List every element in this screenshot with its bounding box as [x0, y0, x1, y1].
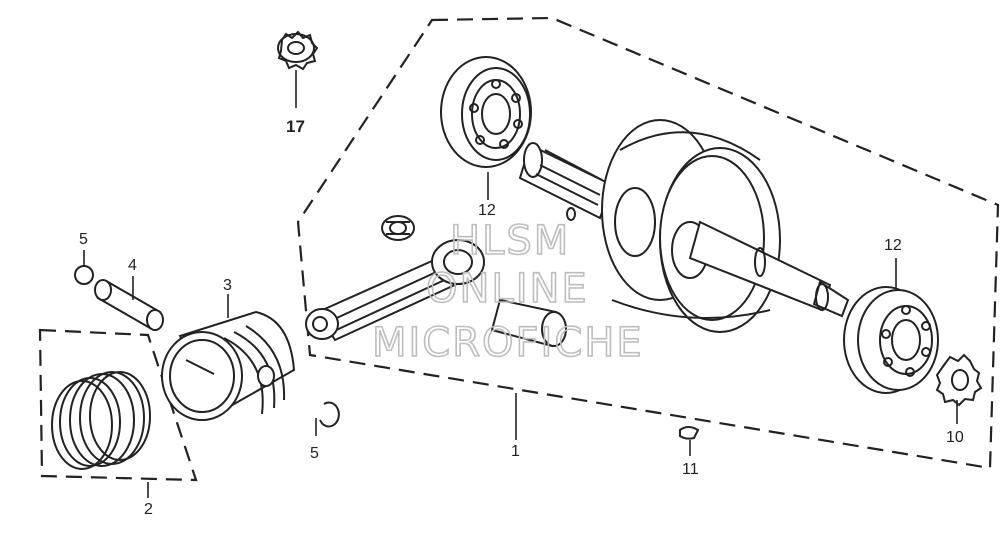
woodruff-key-icon — [679, 426, 700, 456]
small-clip-icon — [566, 207, 576, 221]
clip-5-upper-icon — [74, 250, 94, 285]
callout-5-upper: 5 — [79, 231, 88, 248]
bearing-12-upper-icon — [440, 56, 532, 200]
piston-pin-icon — [94, 276, 164, 331]
watermark-line-1: HLSM — [450, 218, 570, 264]
crankshaft-icon — [518, 119, 850, 333]
watermark-line-2: ONLINE — [426, 266, 589, 312]
callout-3: 3 — [223, 277, 232, 294]
callout-10: 10 — [946, 429, 964, 446]
callout-2: 2 — [144, 501, 153, 518]
nut-17-icon — [277, 30, 319, 108]
watermark-line-3: MICROFICHE — [372, 320, 644, 366]
callout-1: 1 — [511, 443, 520, 460]
bearing-12-lower-icon — [843, 258, 939, 394]
piston-rings-icon — [51, 371, 151, 498]
piston-icon — [161, 294, 296, 421]
connecting-rod-icon — [305, 239, 485, 342]
piston-ring-boundary — [38, 328, 198, 482]
watermark: HLSM ONLINE MICROFICHE — [371, 217, 644, 367]
callout-4: 4 — [128, 257, 137, 274]
nut-10-icon — [935, 353, 983, 424]
callout-17: 17 — [286, 117, 305, 136]
needle-bearing-icon — [381, 215, 415, 241]
crank-pin-icon — [490, 298, 567, 348]
clip-5-lower-icon — [315, 401, 340, 436]
callout-12-lower: 12 — [884, 237, 902, 254]
callout-5-lower: 5 — [310, 445, 319, 462]
crankshaft-assembly-boundary — [296, 16, 1000, 470]
callout-12-upper: 12 — [478, 202, 496, 219]
callout-11: 11 — [682, 461, 699, 478]
